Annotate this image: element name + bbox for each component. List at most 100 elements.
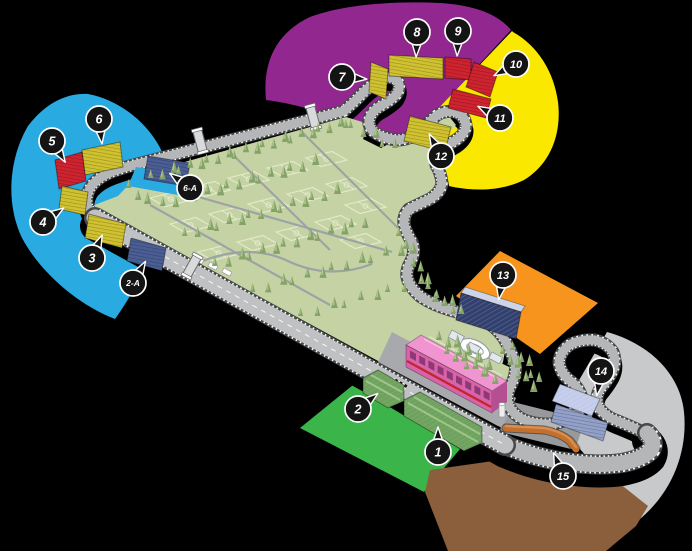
badge-9[interactable]: 9: [444, 17, 472, 57]
grandstand-14[interactable]: [550, 383, 609, 442]
tree-highlight: [246, 209, 249, 216]
grandstand-6[interactable]: [81, 141, 124, 176]
badge-circle: [486, 104, 514, 132]
field-centre-circle: [167, 196, 174, 202]
tree: [450, 305, 456, 314]
badge-2[interactable]: 2: [344, 392, 379, 423]
tree: [231, 149, 237, 159]
tree-highlight: [183, 227, 185, 234]
field-halfway-line: [182, 220, 199, 230]
tree-highlight: [290, 195, 293, 204]
field-outline: [343, 197, 388, 215]
badge-10[interactable]: 10: [493, 50, 530, 78]
tree: [483, 366, 490, 377]
grandstand-11[interactable]: [447, 88, 492, 119]
tree: [135, 189, 142, 200]
tree-highlight: [287, 161, 290, 169]
badge-1[interactable]: 1: [424, 426, 452, 466]
tree-highlight: [342, 299, 345, 306]
badge-6-a[interactable]: 6-A: [169, 172, 204, 202]
tree: [238, 213, 247, 225]
grandstand-9[interactable]: [444, 56, 472, 81]
grandstand-13[interactable]: [455, 286, 526, 340]
tree: [449, 294, 457, 306]
tree-highlight: [224, 178, 227, 187]
tree: [236, 178, 243, 190]
tree-highlight: [425, 271, 429, 282]
badge-6[interactable]: 6: [85, 105, 113, 145]
tree: [250, 283, 256, 292]
badge-4[interactable]: 4: [29, 207, 65, 236]
tree-highlight: [482, 364, 485, 374]
tree-highlight: [411, 241, 414, 251]
grandstand-5[interactable]: [54, 151, 87, 190]
grandstand-4-ribs: [59, 186, 88, 215]
grandstand-7[interactable]: [368, 61, 389, 100]
badge-circle: [587, 357, 615, 385]
grandstand-4[interactable]: [58, 185, 89, 216]
foot-bridge: [303, 102, 323, 132]
tree: [314, 231, 321, 241]
tree-highlight: [232, 149, 235, 157]
badge-3[interactable]: 3: [78, 234, 106, 272]
tree: [258, 208, 265, 219]
grandstand-1[interactable]: [403, 391, 483, 452]
tree: [319, 265, 327, 278]
badge-5[interactable]: 5: [38, 127, 66, 163]
tree: [341, 299, 347, 308]
tree: [226, 145, 234, 158]
grandstand-2-A[interactable]: [126, 237, 167, 272]
tree: [270, 138, 278, 149]
tree: [314, 306, 321, 316]
tree-highlight: [295, 236, 297, 245]
pit-stripe: [406, 359, 492, 409]
badge-circle: [444, 17, 472, 45]
tree-foliage: [286, 161, 293, 171]
badge-label: 3: [89, 252, 96, 266]
trees-layer: [126, 114, 543, 392]
grandstand-15-wall: [502, 424, 580, 453]
tree-highlight: [274, 241, 277, 251]
tree: [299, 160, 307, 172]
tree-highlight: [160, 168, 163, 177]
badge-8[interactable]: 8: [403, 18, 431, 58]
tree-highlight: [256, 174, 258, 182]
tree-highlight: [309, 191, 312, 198]
grandstand-8[interactable]: [388, 54, 444, 80]
badge-11[interactable]: 11: [477, 104, 514, 132]
badge-14[interactable]: 14: [587, 357, 615, 397]
tree-highlight: [473, 357, 476, 367]
badge-13[interactable]: 13: [489, 261, 517, 301]
grandstand-15[interactable]: [501, 423, 581, 454]
tree-highlight: [205, 183, 208, 192]
tree: [159, 168, 166, 180]
tree: [331, 296, 338, 308]
grandstand-3[interactable]: [84, 213, 127, 249]
tree: [223, 178, 230, 189]
badge-7[interactable]: 7: [328, 63, 368, 91]
grandstand-10[interactable]: [465, 61, 499, 98]
tree-highlight: [218, 182, 221, 193]
tree-highlight: [244, 141, 247, 150]
tree: [216, 182, 225, 196]
tree: [402, 237, 410, 249]
badge-15[interactable]: 15: [549, 452, 577, 490]
tree-foliage: [160, 196, 166, 206]
grandstand-1-step: [413, 396, 481, 435]
grandstand-2-step: [370, 374, 403, 393]
field-outline: [285, 186, 330, 204]
tree-highlight: [537, 371, 540, 380]
tree: [267, 165, 275, 177]
paddock-box: [466, 341, 482, 355]
tree-highlight: [368, 254, 371, 262]
tree-foliage: [255, 174, 261, 184]
paddock-box: [447, 329, 465, 345]
grandstand-6-ribs: [82, 142, 123, 175]
badge-2-a[interactable]: 2-A: [119, 260, 147, 297]
tree-highlight: [344, 260, 347, 268]
pit-garage-bay: [428, 360, 435, 371]
badge-12[interactable]: 12: [427, 133, 455, 170]
badge-label: 4: [39, 216, 47, 230]
foot-bridge: [190, 126, 210, 156]
tree: [246, 250, 252, 261]
